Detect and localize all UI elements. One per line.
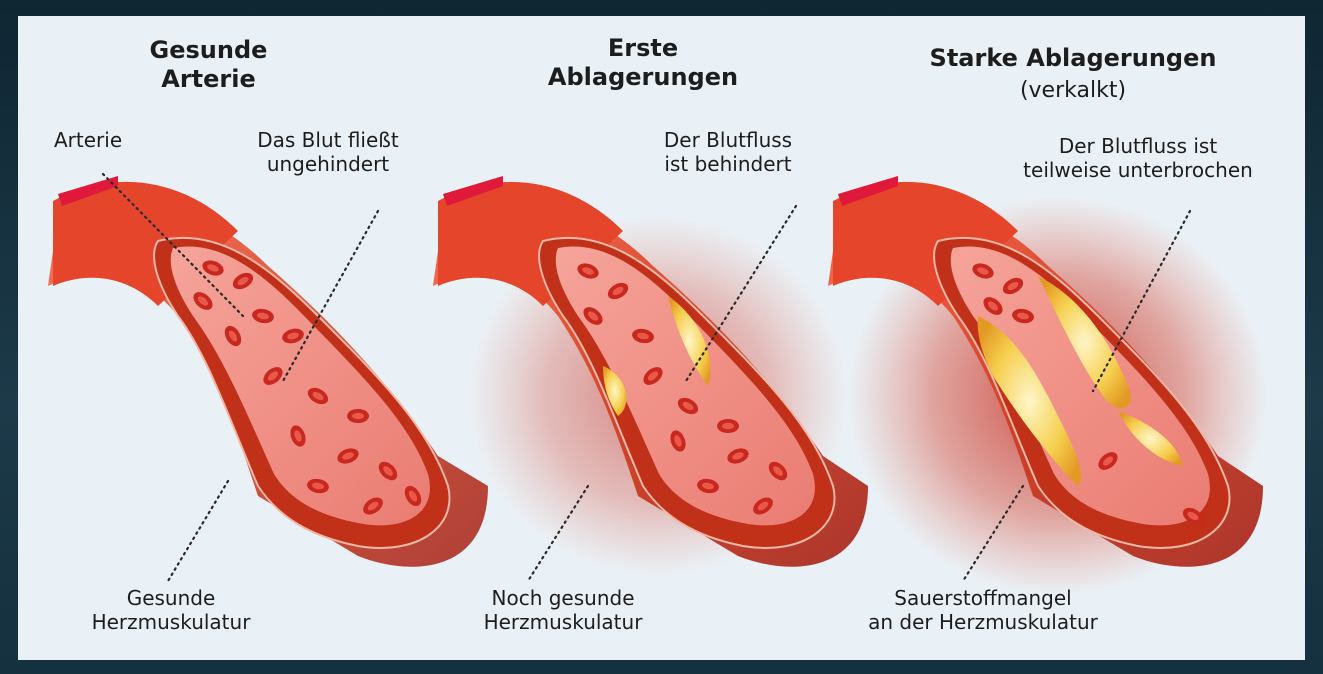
label-oxygen-deficiency-line-1: Sauerstoffmangel (828, 586, 1138, 610)
label-healthy-heart-muscle-line-1: Gesunde (66, 586, 276, 610)
label-blood-flows-freely: Das Blut fließt ungehindert (223, 128, 433, 176)
panel-3-subtitle: (verkalkt) (958, 78, 1188, 104)
label-still-healthy-heart-muscle-line-1: Noch gesunde (438, 586, 688, 610)
calcified-artery (828, 176, 1268, 596)
early-plaque-artery (433, 176, 868, 576)
label-blood-flow-partially-interrupted-line-2: teilweise unterbrochen (998, 158, 1278, 182)
label-oxygen-deficiency-line-2: an der Herzmuskulatur (828, 610, 1138, 634)
label-healthy-heart-muscle-line-2: Herzmuskulatur (66, 610, 276, 634)
panel-3-title-line-1: Starke Ablagerungen (878, 44, 1268, 73)
label-blood-flow-impeded: Der Blutfluss ist behindert (628, 128, 828, 176)
panel-3-title: Starke Ablagerungen (878, 44, 1268, 73)
label-healthy-heart-muscle: Gesunde Herzmuskulatur (66, 586, 276, 634)
infographic-panel: Gesunde Arterie Arterie Das Blut fließt … (18, 16, 1305, 660)
healthy-artery (48, 176, 488, 567)
panel-1-title-line-2: Arterie (136, 65, 281, 94)
label-still-healthy-heart-muscle-line-2: Herzmuskulatur (438, 610, 688, 634)
label-oxygen-deficiency: Sauerstoffmangel an der Herzmuskulatur (828, 586, 1138, 634)
panel-2-title: Erste Ablagerungen (518, 34, 768, 92)
label-blood-flows-freely-line-2: ungehindert (223, 152, 433, 176)
label-blood-flow-partially-interrupted-line-1: Der Blutfluss ist (998, 134, 1278, 158)
artery-illustration (18, 16, 1305, 660)
panel-2-title-line-1: Erste (518, 34, 768, 63)
panel-2-title-line-2: Ablagerungen (518, 63, 768, 92)
label-blood-flow-impeded-line-2: ist behindert (628, 152, 828, 176)
label-blood-flow-partially-interrupted: Der Blutfluss ist teilweise unterbrochen (998, 134, 1278, 182)
label-blood-flows-freely-line-1: Das Blut fließt (223, 128, 433, 152)
panel-1-title-line-1: Gesunde (136, 36, 281, 65)
panel-1-title: Gesunde Arterie (136, 36, 281, 94)
label-still-healthy-heart-muscle: Noch gesunde Herzmuskulatur (438, 586, 688, 634)
label-blood-flow-impeded-line-1: Der Blutfluss (628, 128, 828, 152)
label-arterie: Arterie (54, 128, 122, 152)
